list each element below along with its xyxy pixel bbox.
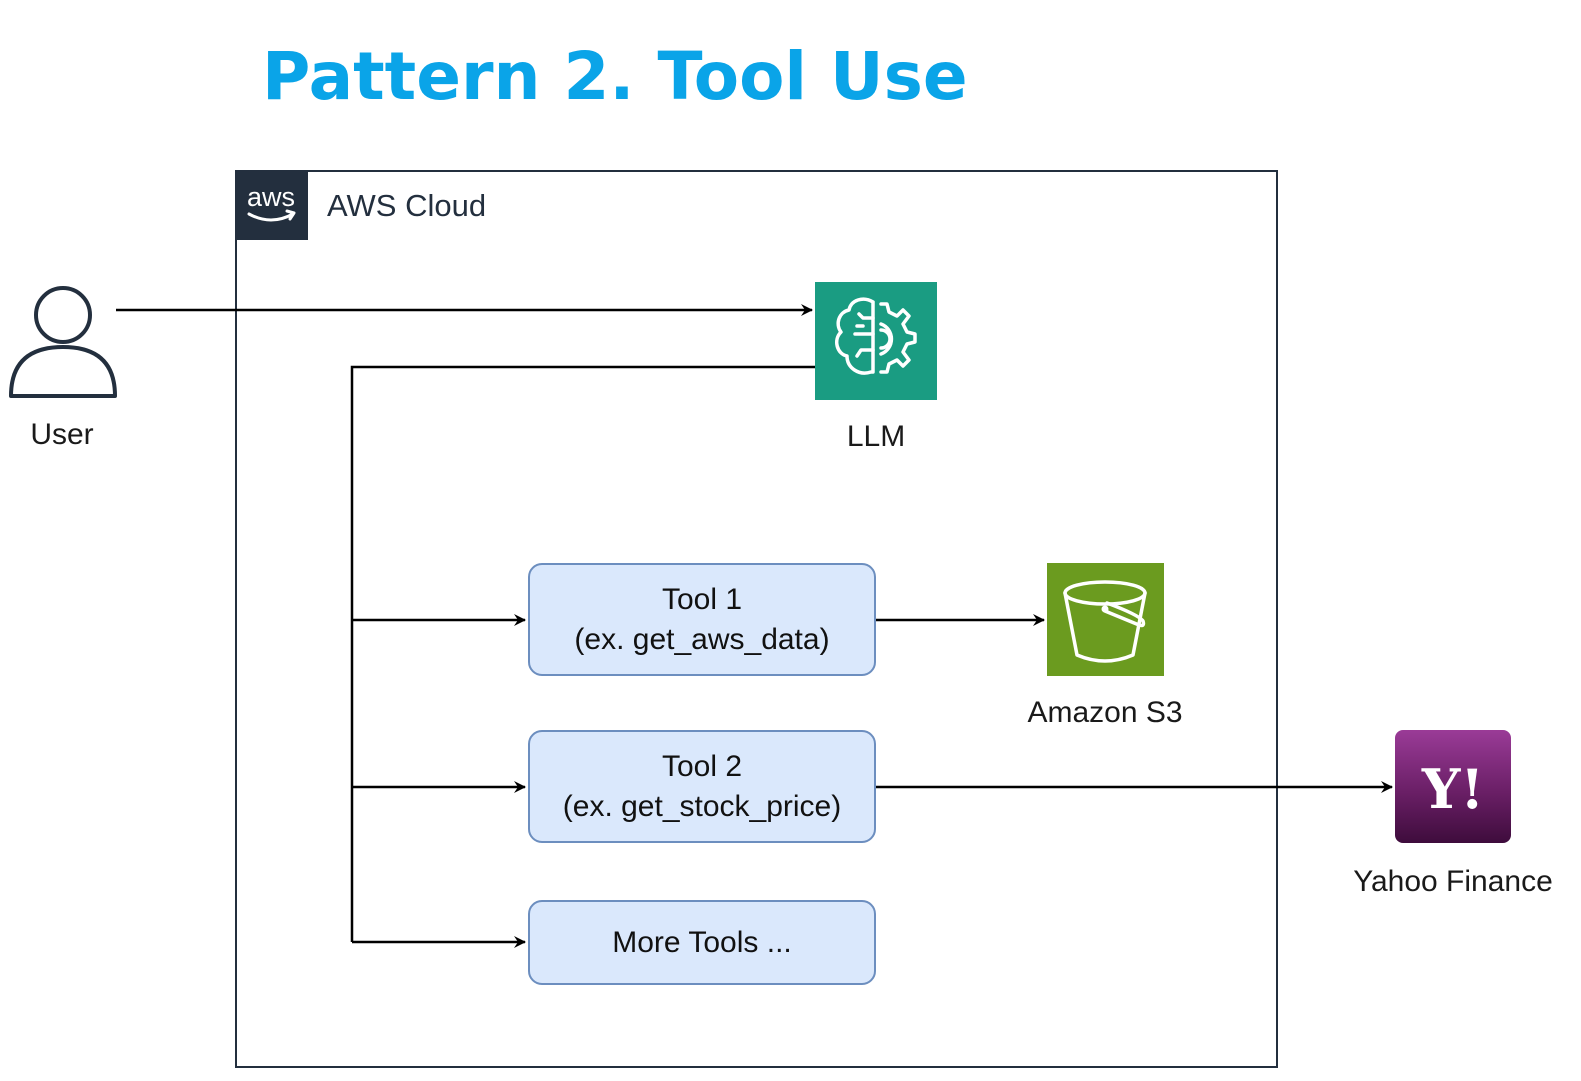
user-label: User	[30, 418, 94, 451]
aws-cloud-group	[235, 170, 1278, 1068]
tool-2-box[interactable]: Tool 2 (ex. get_stock_price)	[528, 730, 876, 843]
aws-badge-text: aws	[247, 182, 295, 212]
user-icon	[8, 285, 118, 405]
aws-logo-icon: aws	[235, 170, 308, 240]
tool-2-example: (ex. get_stock_price)	[562, 789, 842, 823]
aws-cloud-label: AWS Cloud	[327, 188, 487, 223]
bucket-icon	[1047, 563, 1164, 681]
s3-label: Amazon S3	[1027, 696, 1183, 729]
tool-1-example: (ex. get_aws_data)	[574, 622, 830, 656]
tool-1-box[interactable]: Tool 1 (ex. get_aws_data)	[528, 563, 876, 676]
llm-bus-line	[350, 365, 815, 942]
tool-2-title: Tool 2	[661, 749, 743, 783]
tool-1-title: Tool 1	[661, 582, 743, 616]
yahoo-label: Yahoo Finance	[1353, 865, 1553, 898]
more-tools-box[interactable]: More Tools ...	[528, 900, 876, 985]
brain-gear-icon	[815, 282, 937, 405]
yahoo-logo-icon: Y!	[1395, 730, 1511, 848]
yahoo-logo-text: Y!	[1421, 757, 1484, 821]
llm-label: LLM	[846, 420, 906, 453]
more-tools-label: More Tools ...	[612, 925, 792, 959]
diagram-title: Pattern 2. Tool Use	[262, 38, 968, 115]
